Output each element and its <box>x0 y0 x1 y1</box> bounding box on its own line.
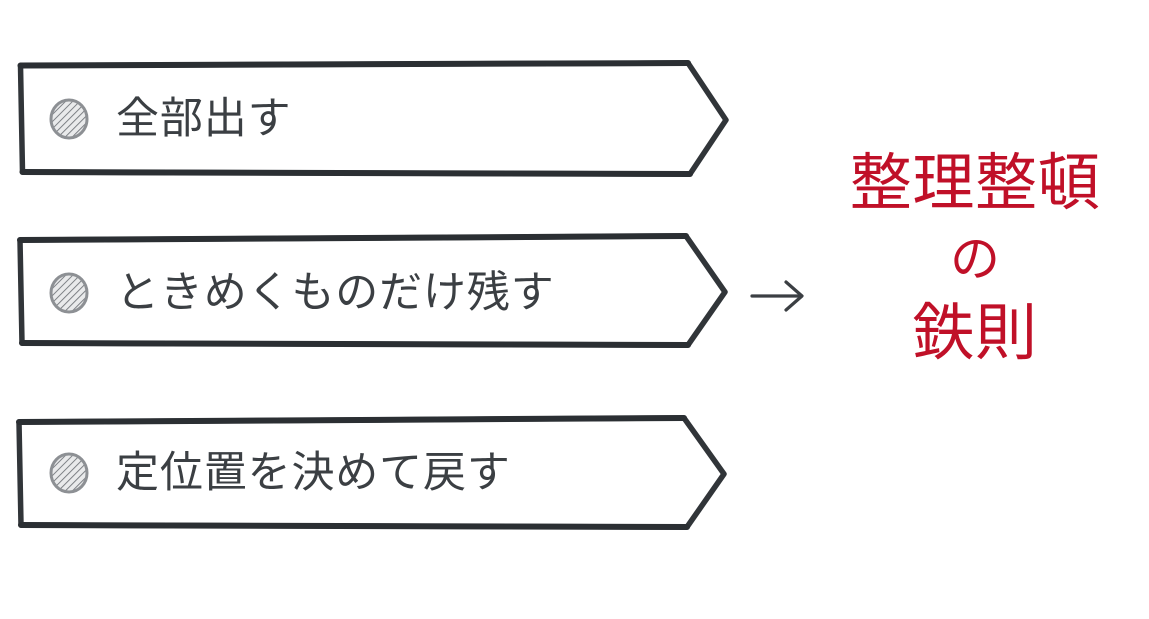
chevron-outline-2 <box>0 226 760 360</box>
headline-line-main: 整理整頓 <box>849 146 1101 219</box>
arrow-right-icon <box>748 268 810 324</box>
chevron-outline-3 <box>0 406 760 540</box>
headline-block: 整理整頓 の 鉄則 <box>820 152 1130 364</box>
step-banner-2[interactable]: ときめくものだけ残す <box>0 226 760 360</box>
step-banner-3[interactable]: 定位置を決めて戻す <box>0 406 760 540</box>
chevron-outline-1 <box>0 52 760 186</box>
step-banner-1[interactable]: 全部出す <box>0 52 760 186</box>
headline-line-mid: の <box>950 230 1000 288</box>
headline-line-last: 鉄則 <box>912 296 1038 369</box>
